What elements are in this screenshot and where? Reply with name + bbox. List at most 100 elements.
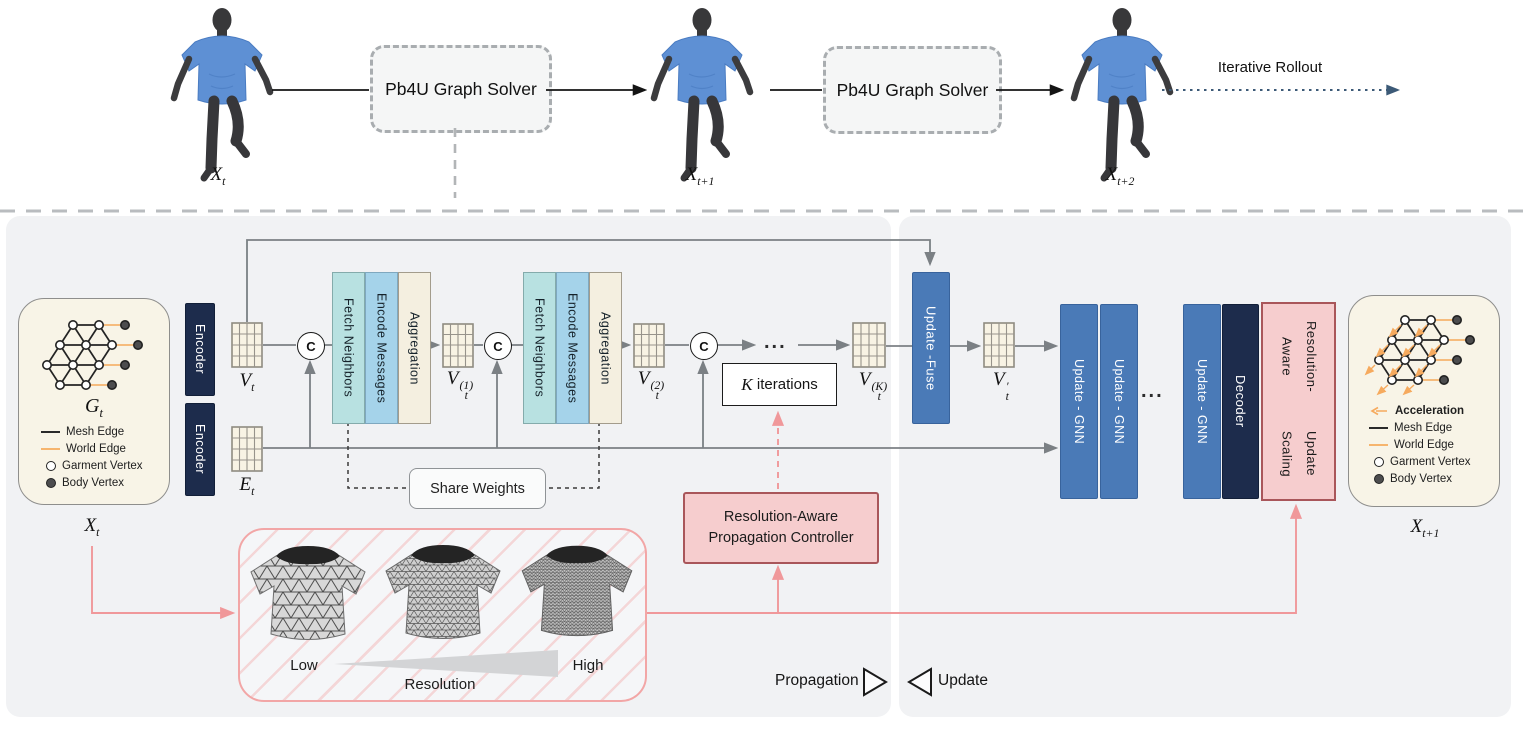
acceleration-arrows [1364,324,1441,396]
graph-solver-box-1: Pb4U Graph Solver [370,45,552,133]
concat-node-1: C [297,332,325,360]
garment-mesh-high [521,545,633,637]
legend-label: Garment Vertex [1390,455,1471,468]
update-fuse-block: Update -Fuse [912,272,950,424]
update-triangle-icon [907,667,932,697]
encoder-label: Encoder [193,324,207,375]
fetch-neighbors-block: Fetch Neighbors [332,272,365,424]
encoder-label: Encoder [193,424,207,475]
world-edge-icon [41,447,60,450]
gnn-ellipsis: ... [1141,380,1164,402]
update-gnn-label: Update - GNN [1072,358,1086,445]
output-graph-legend: Acceleration Mesh Edge World Edge Garmen… [1369,402,1471,487]
input-graph-legend: Mesh Edge World Edge Garment Vertex Body… [41,423,143,491]
encode-messages-block: Encode Messages [556,272,589,424]
legend-item: Mesh Edge [1369,419,1471,436]
vk-feature-grid [852,322,886,368]
fetch-neighbors-block: Fetch Neighbors [523,272,556,424]
fetch-neighbors-label: Fetch Neighbors [532,298,547,398]
concat-node-2: C [484,332,512,360]
encoder-node-block: Encoder [185,303,215,396]
legend-label: Acceleration [1395,404,1465,417]
gray-flow-lines [246,239,1059,454]
legend-item: Garment Vertex [1369,453,1471,470]
resolution-axis-label: Resolution [404,676,476,693]
garment-mesh-low [250,546,366,640]
concat-symbol: C [699,338,709,354]
aggregation-block: Aggregation [589,272,622,424]
update-gnn-label: Update - GNN [1112,358,1126,445]
k-symbol: K [741,374,753,394]
resolution-aware-update-scaling-block: Resolution-Aware Update Scaling [1261,302,1336,501]
input-graph-icon [41,319,144,391]
et-label: Et [239,474,255,498]
encode-messages-block: Encode Messages [365,272,398,424]
v2-feature-grid [633,323,665,368]
update-gnn-block-1: Update - GNN [1060,304,1098,499]
update-fuse-label: Update -Fuse [923,305,939,391]
fetch-neighbors-label: Fetch Neighbors [341,298,356,398]
resolution-wedge [334,650,558,677]
legend-item: World Edge [1369,436,1471,453]
pink-flow-lines [91,410,1303,620]
graph-solver-label-1: Pb4U Graph Solver [385,78,537,99]
state-label-xt1: Xt+1 [685,164,715,188]
resolution-aware-propagation-controller-box: Resolution-Aware Propagation Controller [683,492,879,564]
share-weights-label: Share Weights [430,480,525,497]
iterative-rollout-label: Iterative Rollout [1217,59,1323,76]
legend-label: Body Vertex [62,476,125,489]
legend-item: Body Vertex [41,474,143,491]
vprime-feature-grid [983,322,1015,368]
iteration-ellipsis: ... [764,331,787,353]
graph-solver-label-2: Pb4U Graph Solver [836,79,989,100]
controller-line1: Resolution-Aware [723,508,839,525]
concat-node-3: C [690,332,718,360]
graph-solver-box-2: Pb4U Graph Solver [823,46,1002,134]
encode-messages-label: Encode Messages [374,292,389,404]
input-graph-title: Gt [85,395,103,420]
encode-messages-label: Encode Messages [565,292,580,404]
decoder-block: Decoder [1222,304,1259,499]
state-label-xt: Xt [210,164,226,188]
mesh-edge-icon [41,430,60,433]
legend-item: World Edge [41,440,143,457]
aggregation-label: Aggregation [598,311,613,385]
output-graph-icon [1364,314,1476,396]
vk-label: V(K)t [858,369,888,403]
update-gnn-label: Update - GNN [1195,358,1209,445]
acceleration-icon [1370,406,1387,415]
legend-label: Body Vertex [1390,472,1453,485]
decoder-label: Decoder [1233,375,1248,428]
aggregation-label: Aggregation [407,311,422,385]
update-legend-label: Update [938,672,988,689]
aggregation-block: Aggregation [398,272,431,424]
mesh-edge-icon [1369,426,1388,429]
input-graph-box: Gt Mesh Edge World Edge Garment Vertex B… [18,298,170,505]
vprime-label: V′t [993,369,1009,403]
k-iterations-box: K iterations [722,363,837,406]
share-weights-connectors [347,422,600,489]
legend-item: Mesh Edge [41,423,143,440]
legend-label: Mesh Edge [66,425,125,438]
legend-label: World Edge [1394,438,1454,451]
world-edge-icon [1369,443,1388,446]
propagation-triangle-icon [863,667,888,697]
update-gnn-block-2: Update - GNN [1100,304,1138,499]
legend-label: World Edge [66,442,126,455]
garment-mesh-medium [385,545,501,639]
body-vertex-icon [1374,473,1384,484]
legend-label: Garment Vertex [62,459,143,472]
controller-line2: Propagation Controller [708,530,854,546]
update-scaling-line1: Resolution-Aware [1279,320,1320,392]
input-state-label: Xt [84,515,100,539]
legend-label: Mesh Edge [1394,421,1453,434]
resolution-high-label: High [572,657,604,674]
vt-label: Vt [239,370,255,394]
garment-vertex-icon [1374,456,1384,467]
mp-block-2: Fetch Neighbors Encode Messages Aggregat… [523,272,622,424]
propagation-legend-label: Propagation [775,672,859,689]
resolution-spectrum-box: Low High Resolution [238,528,647,702]
v1-label: V(1)t [446,368,474,402]
